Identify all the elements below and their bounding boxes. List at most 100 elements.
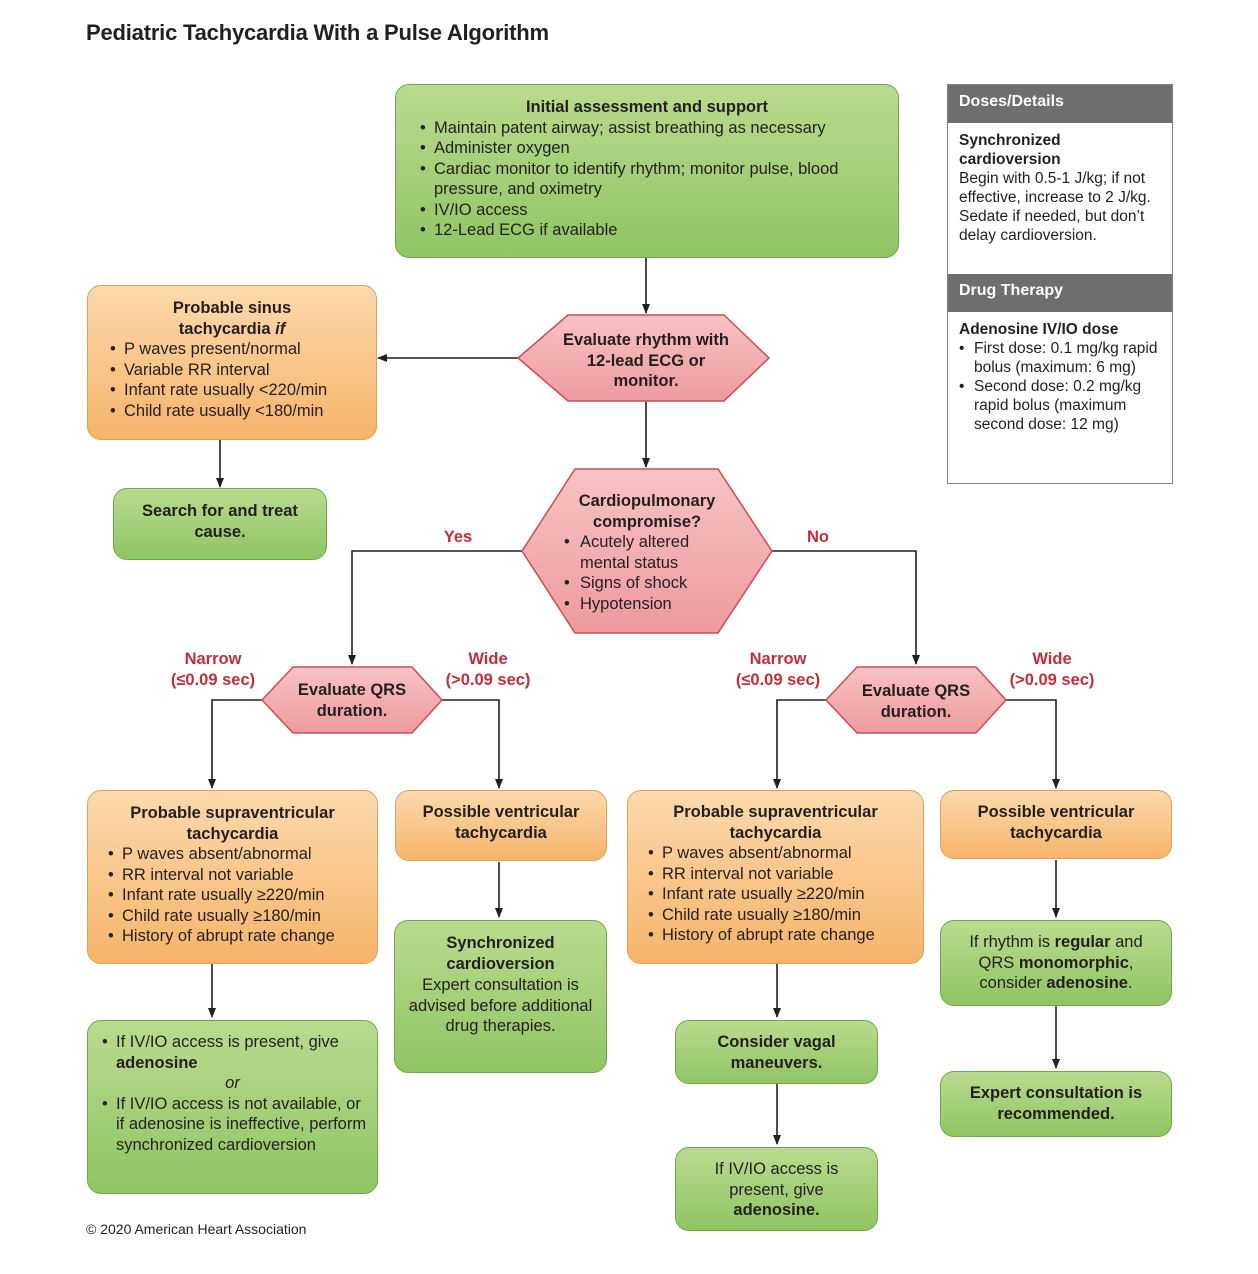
narrow-label-text: Narrow bbox=[184, 650, 242, 668]
or-text: or bbox=[96, 1073, 369, 1094]
wide-label-text: Wide bbox=[1032, 650, 1072, 668]
sinus-heading-line1: Probable sinus bbox=[172, 299, 292, 317]
adenosine-bold: adenosine. bbox=[733, 1201, 820, 1219]
regular-monomorphic-box: If rhythm is regular and QRS monomorphic… bbox=[940, 920, 1172, 1006]
list-item: RR interval not variable bbox=[648, 864, 917, 885]
wide-label-left: Wide (>0.09 sec) bbox=[433, 649, 543, 691]
wide-sub-text: (>0.09 sec) bbox=[1009, 671, 1095, 689]
svt-action-list: If IV/IO access is present, give adenosi… bbox=[96, 1032, 369, 1073]
sync-cardioversion-heading: Synchronized cardioversion bbox=[446, 934, 555, 973]
list-item: 12-Lead ECG if available bbox=[420, 220, 888, 241]
sinus-heading: Probable sinus tachycardia if bbox=[96, 298, 368, 339]
list-item: Infant rate usually <220/min bbox=[110, 380, 368, 401]
sinus-heading-if: if bbox=[275, 319, 286, 338]
decision-evaluate-rhythm bbox=[516, 314, 771, 402]
evaluate-qrs-text-right: Evaluate QRS duration. bbox=[861, 682, 971, 721]
wide-sub-text: (>0.09 sec) bbox=[445, 671, 531, 689]
sinus-heading-line2: tachycardia bbox=[178, 319, 271, 338]
adenosine-dose-title: Adenosine IV/IO dose bbox=[959, 321, 1119, 338]
sync-cardioversion-details-body: Begin with 0.5-1 J/kg; if not effective,… bbox=[959, 170, 1151, 244]
initial-assessment-list: Maintain patent airway; assist breathing… bbox=[406, 118, 888, 241]
no-label: No bbox=[807, 528, 829, 546]
page-title: Pediatric Tachycardia With a Pulse Algor… bbox=[86, 20, 549, 45]
sync-cardioversion-body: Expert consultation is advised before ad… bbox=[408, 976, 593, 1035]
list-item: Administer oxygen bbox=[420, 138, 888, 159]
compromise-list: Acutely altered mental status Signs of s… bbox=[562, 532, 732, 614]
adenosine-option-text: If IV/IO access is present, give bbox=[116, 1033, 339, 1051]
adenosine-text: If IV/IO access is present, give bbox=[714, 1160, 839, 1199]
list-item: Infant rate usually ≥220/min bbox=[108, 885, 371, 906]
yes-label: Yes bbox=[443, 528, 473, 546]
narrow-label-text: Narrow bbox=[749, 650, 807, 668]
regular-bold: regular bbox=[1054, 933, 1111, 951]
svt-heading: Probable supraventricular tachycardia bbox=[673, 803, 878, 842]
list-item: P waves absent/abnormal bbox=[108, 844, 371, 865]
search-treat-cause-box: Search for and treat cause. bbox=[113, 488, 327, 560]
svt-criteria-list: P waves absent/abnormal RR interval not … bbox=[634, 843, 917, 946]
drug-therapy-header: Drug Therapy bbox=[948, 274, 1172, 312]
sync-cardioversion-box: Synchronized cardioversion Expert consul… bbox=[394, 920, 607, 1073]
list-item: Cardiac monitor to identify rhythm; moni… bbox=[420, 159, 888, 200]
doses-details-sidebar: Doses/Details Synchronized cardioversion… bbox=[947, 84, 1173, 484]
list-item: RR interval not variable bbox=[108, 865, 371, 886]
list-item: If IV/IO access is present, give adenosi… bbox=[102, 1032, 369, 1073]
vagal-maneuvers-box: Consider vagal maneuvers. bbox=[675, 1020, 878, 1084]
adenosine-option-bold: adenosine bbox=[116, 1053, 198, 1072]
vt-heading: Possible ventricular tachycardia bbox=[422, 803, 580, 842]
regular-text-3: , consider bbox=[979, 953, 1134, 993]
sync-cardioversion-details: Synchronized cardioversion Begin with 0.… bbox=[948, 123, 1172, 274]
adenosine-dose-details: Adenosine IV/IO dose First dose: 0.1 mg/… bbox=[948, 312, 1172, 442]
adenosine-dose-list: First dose: 0.1 mg/kg rapid bolus (maxim… bbox=[959, 339, 1161, 434]
narrow-label-right: Narrow (≤0.09 sec) bbox=[723, 649, 833, 691]
monomorphic-bold: monomorphic bbox=[1018, 953, 1129, 972]
list-item: Maintain patent airway; assist breathing… bbox=[420, 118, 888, 139]
vt-box-right: Possible ventricular tachycardia bbox=[940, 790, 1172, 859]
list-item: Variable RR interval bbox=[110, 360, 368, 381]
list-item: P waves absent/abnormal bbox=[648, 843, 917, 864]
vt-box-left: Possible ventricular tachycardia bbox=[395, 790, 607, 861]
evaluate-rhythm-text: Evaluate rhythm with 12-lead ECG or moni… bbox=[563, 331, 729, 390]
list-item: If IV/IO access is not available, or if … bbox=[102, 1094, 369, 1156]
list-item: Child rate usually ≥180/min bbox=[648, 905, 917, 926]
sync-cardioversion-details-title: Synchronized cardioversion bbox=[959, 132, 1061, 168]
regular-text-2: and QRS bbox=[978, 933, 1143, 972]
adenosine-box-right: If IV/IO access is present, give adenosi… bbox=[675, 1147, 878, 1231]
list-item: Second dose: 0.2 mg/kg rapid bolus (maxi… bbox=[959, 377, 1161, 434]
wide-label-text: Wide bbox=[468, 650, 508, 668]
svt-action-list-2: If IV/IO access is not available, or if … bbox=[96, 1094, 369, 1156]
decision-qrs-left bbox=[260, 666, 444, 734]
compromise-heading: Cardiopulmonary compromise? bbox=[578, 492, 716, 531]
list-item: History of abrupt rate change bbox=[648, 925, 917, 946]
doses-details-header: Doses/Details bbox=[948, 85, 1172, 123]
svt-box-right: Probable supraventricular tachycardia P … bbox=[627, 790, 924, 964]
list-item: History of abrupt rate change bbox=[108, 926, 371, 947]
search-treat-cause-text: Search for and treat cause. bbox=[142, 502, 298, 541]
decision-qrs-right bbox=[824, 666, 1008, 734]
regular-text-4: . bbox=[1127, 974, 1133, 992]
initial-assessment-heading: Initial assessment and support bbox=[525, 98, 769, 116]
list-item: Hypotension bbox=[562, 594, 732, 615]
expert-consultation-text: Expert consultation is recommended. bbox=[969, 1084, 1143, 1123]
list-item: First dose: 0.1 mg/kg rapid bolus (maxim… bbox=[959, 339, 1161, 377]
list-item: IV/IO access bbox=[420, 200, 888, 221]
narrow-sub-text: (≤0.09 sec) bbox=[170, 671, 256, 689]
or-italic: or bbox=[225, 1074, 240, 1092]
sinus-criteria-list: P waves present/normal Variable RR inter… bbox=[96, 339, 368, 421]
svt-action-box-left: If IV/IO access is present, give adenosi… bbox=[87, 1020, 378, 1194]
svt-box-left: Probable supraventricular tachycardia P … bbox=[87, 790, 378, 964]
list-item: Acutely altered mental status bbox=[562, 532, 732, 573]
expert-consultation-box: Expert consultation is recommended. bbox=[940, 1071, 1172, 1137]
regular-text-1: If rhythm is bbox=[969, 933, 1055, 951]
sinus-tachycardia-box: Probable sinus tachycardia if P waves pr… bbox=[87, 285, 377, 440]
wide-label-right: Wide (>0.09 sec) bbox=[997, 649, 1107, 691]
adenosine-bold: adenosine bbox=[1046, 974, 1128, 992]
list-item: Infant rate usually ≥220/min bbox=[648, 884, 917, 905]
svt-criteria-list: P waves absent/abnormal RR interval not … bbox=[94, 844, 371, 947]
list-item: Signs of shock bbox=[562, 573, 732, 594]
narrow-label-left: Narrow (≤0.09 sec) bbox=[158, 649, 268, 691]
list-item: P waves present/normal bbox=[110, 339, 368, 360]
list-item: Child rate usually <180/min bbox=[110, 401, 368, 422]
list-item: Child rate usually ≥180/min bbox=[108, 906, 371, 927]
compromise-text: Cardiopulmonary compromise? Acutely alte… bbox=[562, 491, 732, 614]
copyright: © 2020 American Heart Association bbox=[86, 1221, 307, 1237]
